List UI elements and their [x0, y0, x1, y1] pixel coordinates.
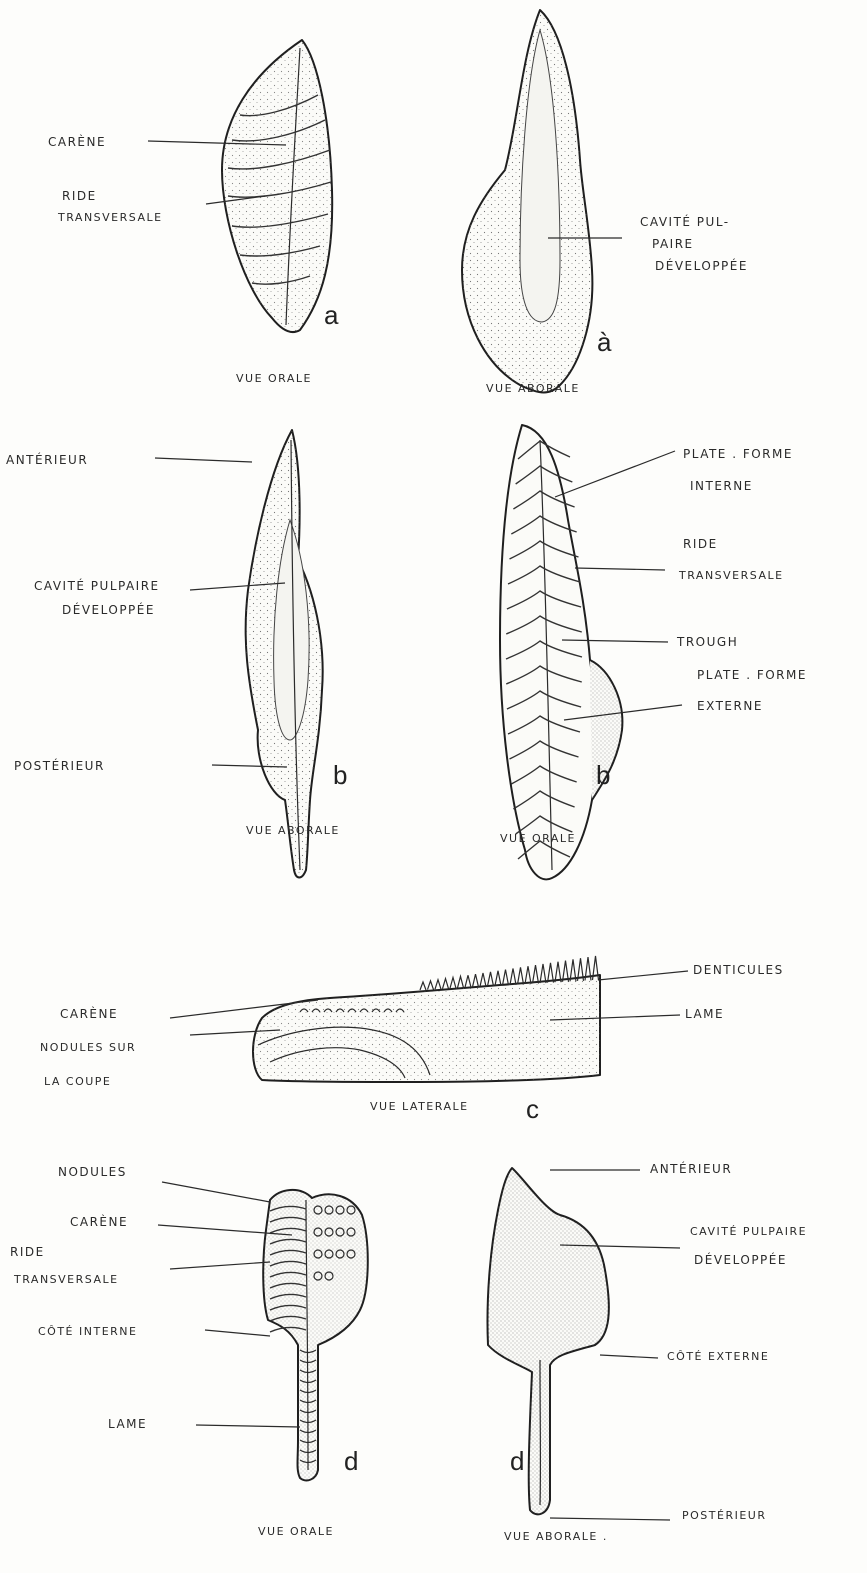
denticle — [435, 980, 441, 989]
specimen-b-aboral — [246, 430, 323, 878]
label-b-cavite-1: CAVITÉ PULPAIRE — [34, 578, 160, 594]
view-caption-b-right: VUE ORALE — [500, 832, 576, 845]
denticle — [495, 971, 501, 986]
label-b-pf-ext-2: EXTERNE — [697, 698, 763, 714]
denticle — [488, 972, 494, 986]
denticle — [525, 966, 531, 984]
label-c-lame: LAME — [685, 1006, 724, 1022]
figure-letter-b-left: b — [333, 760, 347, 791]
figure-letter-d-right: d — [510, 1446, 524, 1477]
label-a-carene: CARÈNE — [48, 134, 106, 150]
denticle — [465, 975, 471, 987]
label-a-cavite-3: DÉVELOPPÉE — [655, 258, 748, 274]
label-d-anterieur: ANTÉRIEUR — [650, 1161, 732, 1177]
specimen-b-oral — [500, 425, 622, 879]
figure-letter-b-right: b — [596, 760, 610, 791]
denticle — [443, 979, 449, 989]
label-d-nodules: NODULES — [58, 1164, 127, 1180]
view-caption-d-right: VUE ABORALE . — [504, 1530, 608, 1543]
label-a-ride-2: TRANSVERSALE — [58, 210, 163, 226]
view-caption-c: VUE LATERALE — [370, 1100, 469, 1113]
label-d-carene: CARÈNE — [70, 1214, 128, 1230]
label-b-cavite-2: DÉVELOPPÉE — [62, 602, 155, 618]
label-b-posterieur: POSTÉRIEUR — [14, 758, 105, 774]
denticle — [458, 976, 464, 987]
figure-letter-c: c — [526, 1094, 539, 1125]
denticle — [533, 965, 539, 983]
view-caption-b-left: VUE ABORALE — [246, 824, 340, 837]
denticle — [473, 974, 479, 987]
figure-letter-d-left: d — [344, 1446, 358, 1477]
label-b-ride-2: TRANSVERSALE — [679, 568, 784, 584]
label-a-cavite-2: PAIRE — [652, 236, 694, 252]
label-c-denticules: DENTICULES — [693, 962, 784, 978]
label-d-ride-1: RIDE — [10, 1244, 45, 1260]
label-d-ride-2: TRANSVERSALE — [14, 1272, 119, 1288]
label-b-trough: TROUGH — [677, 634, 738, 650]
label-b-anterieur: ANTÉRIEUR — [6, 452, 88, 468]
denticle — [540, 964, 546, 983]
figure-letter-a-right: à — [597, 327, 611, 358]
label-c-nodules-2: LA COUPE — [44, 1074, 111, 1090]
figure-letter-a-left: a — [324, 300, 338, 331]
denticle — [548, 963, 554, 983]
view-caption-a-left: VUE ORALE — [236, 372, 312, 385]
denticle — [503, 970, 509, 986]
label-b-pf-int-1: PLATE . FORME — [683, 446, 793, 462]
denticle — [428, 981, 434, 990]
label-b-pf-int-2: INTERNE — [690, 478, 753, 494]
view-caption-a-right: VUE ABORALE — [486, 382, 580, 395]
specimen-a-oral — [222, 40, 332, 332]
label-d-posterieur: POSTÉRIEUR — [682, 1508, 766, 1524]
specimen-a-aboral — [462, 10, 592, 393]
denticle — [420, 982, 426, 990]
label-d-cavite-1: CAVITÉ PULPAIRE — [690, 1224, 807, 1240]
label-d-cavite-2: DÉVELOPPÉE — [694, 1252, 787, 1268]
label-a-ride-1: RIDE — [62, 188, 97, 204]
label-a-cavite-1: CAVITÉ PUL- — [640, 214, 730, 230]
label-d-cote-externe: CÔTÉ EXTERNE — [667, 1349, 769, 1365]
specimen-d-aboral — [487, 1168, 608, 1514]
label-c-nodules-1: NODULES SUR — [40, 1040, 136, 1056]
view-caption-d-left: VUE ORALE — [258, 1525, 334, 1538]
specimen-c-lateral — [253, 956, 600, 1082]
denticle — [480, 973, 486, 987]
label-d-lame: LAME — [108, 1416, 147, 1432]
label-c-carene: CARÈNE — [60, 1006, 118, 1022]
denticle — [510, 968, 516, 984]
label-d-cote-interne: CÔTÉ INTERNE — [38, 1324, 137, 1340]
denticle — [450, 977, 456, 988]
denticle — [518, 967, 524, 984]
label-b-pf-ext-1: PLATE . FORME — [697, 667, 807, 683]
label-b-ride-1: RIDE — [683, 536, 718, 552]
